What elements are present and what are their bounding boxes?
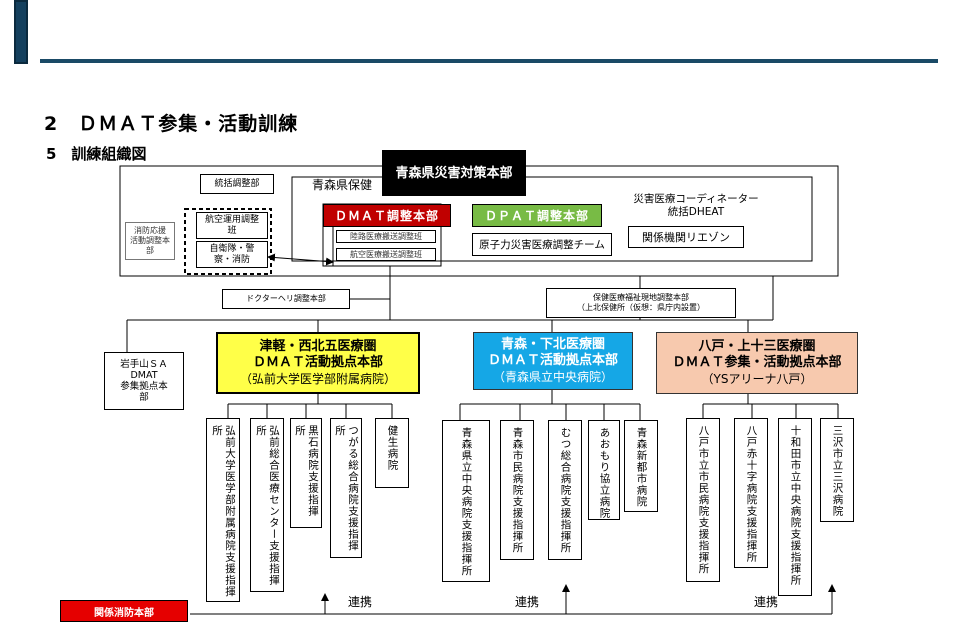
- hospital-hachinohe-1: 八戸市立市民病院支援指揮所: [686, 418, 720, 582]
- unified-coordination-label: 統括調整部: [214, 178, 260, 189]
- hospital-label: 三沢市立三沢病院: [831, 425, 844, 517]
- liaison-label: 関係機関リエゾン: [642, 231, 730, 244]
- hospital-label: 八戸市立市民病院支援指揮所: [697, 425, 710, 575]
- dmat-hq-label: ＤＭＡＴ調整本部: [334, 209, 439, 223]
- local-health-label: 保健医療福祉現地調整本部 （上北保健所（仮想：県庁内設置）: [577, 293, 705, 312]
- fire-support-coordination-hq: 消防応援 活動調整本 部: [125, 222, 175, 260]
- dpat-hq-label: ＤＰＡＴ調整本部: [484, 209, 589, 223]
- header-accent-bar: [14, 0, 28, 64]
- hospital-aomori-4: あおもり協立病院: [588, 420, 620, 520]
- hospital-hachinohe-3: 十和田市立中央病院支援指揮所: [778, 418, 812, 596]
- sdf-police-fire-label: 自衛隊・警 察・消防: [209, 243, 255, 265]
- air-transport-team: 航空医療搬送調整班: [336, 248, 436, 261]
- hachinohe-dmat-base: 八戸・上十三医療圏 ＤＭＡＴ参集・活動拠点本部 （YSアリーナ八戸）: [656, 332, 858, 394]
- hospital-label: 弘前総合医療センター支援指揮所: [255, 425, 280, 586]
- hospital-tsugaru-1: 弘前大学医学部附属病院支援指揮所: [206, 418, 240, 602]
- hospital-label: 黒石病院支援指揮所: [294, 425, 319, 517]
- coordinator-label: 災害医療コーディネーター 統括DHEAT: [633, 193, 759, 218]
- tsugaru-base-line1: 津軽・西北五医療圏: [259, 339, 377, 354]
- land-transport-label: 陸路医療搬送調整班: [350, 231, 422, 241]
- hospital-aomori-3: むつ総合病院支援指揮所: [548, 420, 582, 560]
- hachinohe-base-line1: 八戸・上十三医療圏: [698, 339, 816, 354]
- dmat-coordination-hq: ＤＭＡＴ調整本部: [323, 204, 451, 227]
- prefecture-disaster-hq: 青森県災害対策本部: [382, 150, 526, 196]
- page-title: 2 ＤＭＡＴ参集・活動訓練: [44, 113, 299, 135]
- hospital-label: 健生病院: [386, 425, 399, 471]
- tsugaru-base-line3: （弘前大学医学部附属病院）: [239, 372, 396, 386]
- local-health-coordination-hq: 保健医療福祉現地調整本部 （上北保健所（仮想：県庁内設置）: [546, 288, 736, 318]
- hachinohe-base-line2: ＤＭＡＴ参集・活動拠点本部: [672, 355, 842, 370]
- iwatesan-sa-base: 岩手山ＳＡ DMAT 参集拠点本 部: [104, 352, 184, 410]
- hospital-aomori-2: 青森市民病院支援指揮所: [500, 420, 534, 560]
- hospital-hachinohe-2: 八戸赤十字病院支援指揮所: [734, 418, 768, 568]
- aomori-dmat-base: 青森・下北医療圏 ＤＭＡＴ活動拠点本部 （青森県立中央病院）: [473, 332, 633, 390]
- renkei-label-2: 連携: [515, 595, 540, 609]
- hospital-label: つがる総合病院支援指揮所: [334, 425, 359, 552]
- hachinohe-base-line3: （YSアリーナ八戸）: [701, 372, 813, 386]
- hospital-hachinohe-4: 三沢市立三沢病院: [820, 418, 854, 522]
- disaster-medical-coordinator: 災害医療コーディネーター 統括DHEAT: [618, 188, 774, 224]
- prefecture-disaster-hq-label: 青森県災害対策本部: [395, 165, 513, 181]
- hospital-label: むつ総合病院支援指揮所: [559, 427, 572, 554]
- hospital-label: 十和田市立中央病院支援指揮所: [789, 425, 802, 586]
- liaison-box: 関係機関リエゾン: [628, 226, 744, 248]
- dpat-coordination-hq: ＤＰＡＴ調整本部: [472, 204, 602, 227]
- hospital-tsugaru-5: 健生病院: [375, 418, 409, 488]
- doctor-heli-hq: ドクターヘリ調整本部: [222, 289, 350, 309]
- hospital-label: 青森市民病院支援指揮所: [511, 427, 524, 554]
- hospital-label: 青森新都市病院: [635, 427, 648, 508]
- nuclear-disaster-team: 原子力災害医療調整チーム: [472, 233, 612, 256]
- land-transport-team: 陸路医療搬送調整班: [336, 230, 436, 243]
- hospital-aomori-5: 青森新都市病院: [624, 420, 658, 512]
- hospital-aomori-1: 青森県立中央病院支援指揮所: [442, 420, 490, 582]
- renkei-label-3: 連携: [754, 595, 779, 609]
- page-subtitle: 5 訓練組織図: [46, 145, 147, 163]
- aomori-base-line2: ＤＭＡＴ活動拠点本部: [487, 353, 618, 368]
- aviation-ops-team: 航空運用調整 班: [196, 212, 268, 239]
- renkei-label-1: 連携: [348, 595, 373, 609]
- tsugaru-dmat-base: 津軽・西北五医療圏 ＤＭＡＴ活動拠点本部 （弘前大学医学部附属病院）: [216, 332, 420, 394]
- hospital-label: 青森県立中央病院支援指揮所: [460, 427, 473, 577]
- iwatesan-sa-label: 岩手山ＳＡ DMAT 参集拠点本 部: [120, 359, 168, 403]
- fire-hq-label: 関係消防本部: [94, 607, 154, 619]
- unified-coordination-dept: 統括調整部: [200, 174, 274, 194]
- air-transport-label: 航空医療搬送調整班: [350, 249, 422, 259]
- aomori-base-line1: 青森・下北医療圏: [500, 337, 605, 352]
- fire-support-label: 消防応援 活動調整本 部: [130, 226, 170, 255]
- aomori-base-line3: （青森県立中央病院）: [492, 370, 613, 384]
- aviation-ops-label: 航空運用調整 班: [204, 214, 259, 236]
- hospital-label: 八戸赤十字病院支援指揮所: [745, 425, 758, 563]
- sdf-police-fire-box: 自衛隊・警 察・消防: [196, 241, 268, 268]
- header-rule: [40, 59, 938, 63]
- hospital-tsugaru-4: つがる総合病院支援指揮所: [330, 418, 362, 558]
- hospital-label: 弘前大学医学部附属病院支援指揮所: [211, 425, 236, 598]
- hospital-tsugaru-3: 黒石病院支援指揮所: [290, 418, 322, 528]
- nuclear-team-label: 原子力災害医療調整チーム: [479, 239, 605, 251]
- fire-departments-hq: 関係消防本部: [60, 600, 188, 622]
- hospital-tsugaru-2: 弘前総合医療センター支援指揮所: [250, 418, 284, 592]
- doctor-heli-label: ドクターヘリ調整本部: [246, 294, 326, 303]
- health-dept-label: 青森県保健: [312, 178, 373, 192]
- tsugaru-base-line2: ＤＭＡＴ活動拠点本部: [252, 355, 383, 370]
- hospital-label: あおもり協立病院: [598, 427, 611, 519]
